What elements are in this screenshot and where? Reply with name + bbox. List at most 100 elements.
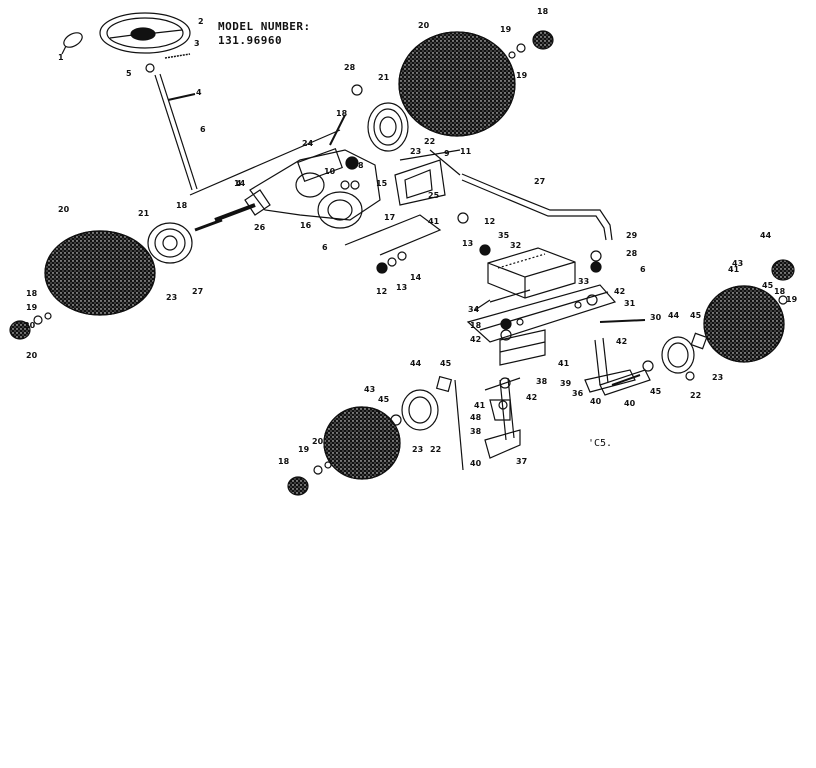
model-number-label: MODEL NUMBER: (218, 20, 311, 33)
tire-right (703, 285, 785, 363)
tire-left (44, 230, 156, 316)
callout-11: 19 (516, 71, 528, 80)
callout-79: 41 (474, 401, 486, 410)
callout-74: 44 (410, 359, 422, 368)
callout-24: 15 (376, 179, 388, 188)
callout-66: 45 (690, 311, 702, 320)
callout-69: 19 (298, 445, 310, 454)
callout-13: 21 (378, 73, 390, 82)
callout-76: 45 (650, 387, 662, 396)
axle-left (194, 218, 223, 232)
callout-38: 20 (58, 205, 70, 214)
callout-36: 13 (396, 283, 407, 292)
callout-70: 20 (312, 437, 324, 446)
callout-21: 14 (234, 179, 246, 188)
rod-upper-1 (399, 149, 461, 161)
callout-27: 16 (300, 221, 312, 230)
callout-31: 12 (484, 217, 495, 226)
wheel-rim-left (147, 222, 193, 264)
diagram-code: 'C5. (588, 438, 613, 449)
transaxle-bracket (394, 159, 446, 206)
spindle-right (584, 337, 651, 396)
callout-89: 20 (24, 321, 36, 330)
callout-12: 28 (344, 63, 356, 72)
steering-cap-leader (61, 45, 67, 55)
model-number-value: 131.96960 (218, 34, 283, 47)
hub-cap-top-right (508, 30, 554, 59)
callout-17: 9 (444, 149, 450, 158)
callout-28: 17 (384, 213, 395, 222)
callout-61: 42 (526, 393, 537, 402)
callout-labels: 1 2 3 4 5 6 4 20 19 18 19 28 21 18 22 23… (24, 7, 798, 468)
callout-9: 19 (500, 25, 512, 34)
callout-7: 4 (236, 179, 242, 188)
callout-73: 23 (412, 445, 423, 454)
callout-84: 43 (732, 259, 743, 268)
callout-57: 41 (558, 359, 570, 368)
callout-62: 36 (572, 389, 584, 398)
callout-47: 28 (626, 249, 638, 258)
wheel-rim-top (367, 102, 409, 152)
callout-30: 41 (428, 217, 440, 226)
callout-65: 44 (668, 311, 680, 320)
steering-cap (63, 32, 83, 48)
steering-leader (189, 129, 341, 196)
callout-34: 32 (510, 241, 521, 250)
callout-54: 42 (470, 335, 481, 344)
callout-5: 5 (126, 69, 132, 78)
steering-bolt (167, 93, 196, 101)
callout-67: 43 (364, 385, 375, 394)
callout-37: 14 (410, 273, 422, 282)
callout-44: 19 (26, 303, 38, 312)
callout-4: 4 (196, 88, 202, 97)
rod-upper-2 (429, 149, 461, 176)
axle-bracket (499, 329, 546, 366)
callout-19: 27 (534, 177, 545, 186)
callout-80: 48 (470, 413, 482, 422)
callout-16: 23 (410, 147, 421, 156)
hub-cap-bottom (287, 461, 332, 496)
callout-39: 21 (138, 209, 150, 218)
callout-3: 3 (194, 39, 200, 48)
callout-22: 10 (324, 167, 336, 176)
callout-59: 39 (560, 379, 572, 388)
bracket-stem (344, 214, 442, 256)
callout-8: 20 (418, 21, 430, 30)
callout-32: 13 (462, 239, 473, 248)
hub-bottom (401, 375, 453, 431)
callout-68: 18 (278, 457, 290, 466)
callout-88: 19 (786, 295, 798, 304)
callout-77: 23 (712, 373, 723, 382)
steering-spring (164, 53, 191, 59)
callout-82: 40 (470, 459, 482, 468)
callout-26: 25 (428, 191, 440, 200)
callout-6: 6 (200, 125, 206, 134)
bolt-spindle (611, 374, 641, 386)
callout-58: 38 (536, 377, 548, 386)
callout-64: 41 (728, 265, 740, 274)
callout-72: 22 (430, 445, 441, 454)
callout-56: 42 (616, 337, 627, 346)
callout-29: 6 (322, 243, 328, 252)
tie-rod (461, 173, 613, 241)
callout-20: 24 (302, 139, 314, 148)
battery-box (487, 247, 576, 299)
callout-33: 35 (498, 231, 510, 240)
callout-75: 45 (440, 359, 452, 368)
callout-23: 8 (358, 161, 364, 170)
callout-15: 22 (424, 137, 435, 146)
callout-53: 18 (470, 321, 482, 330)
callout-10: 18 (537, 7, 549, 16)
callout-60: 40 (590, 397, 602, 406)
callout-2: 2 (198, 17, 204, 26)
callout-49: 33 (578, 277, 589, 286)
hub-cap-right (771, 259, 795, 305)
fastener-set (376, 212, 695, 426)
callout-25: 26 (254, 223, 266, 232)
callout-81: 38 (470, 427, 482, 436)
callout-55: 30 (650, 313, 662, 322)
callout-1: 1 (58, 53, 64, 62)
callout-41: 23 (166, 293, 177, 302)
steering-wheel (99, 12, 191, 54)
